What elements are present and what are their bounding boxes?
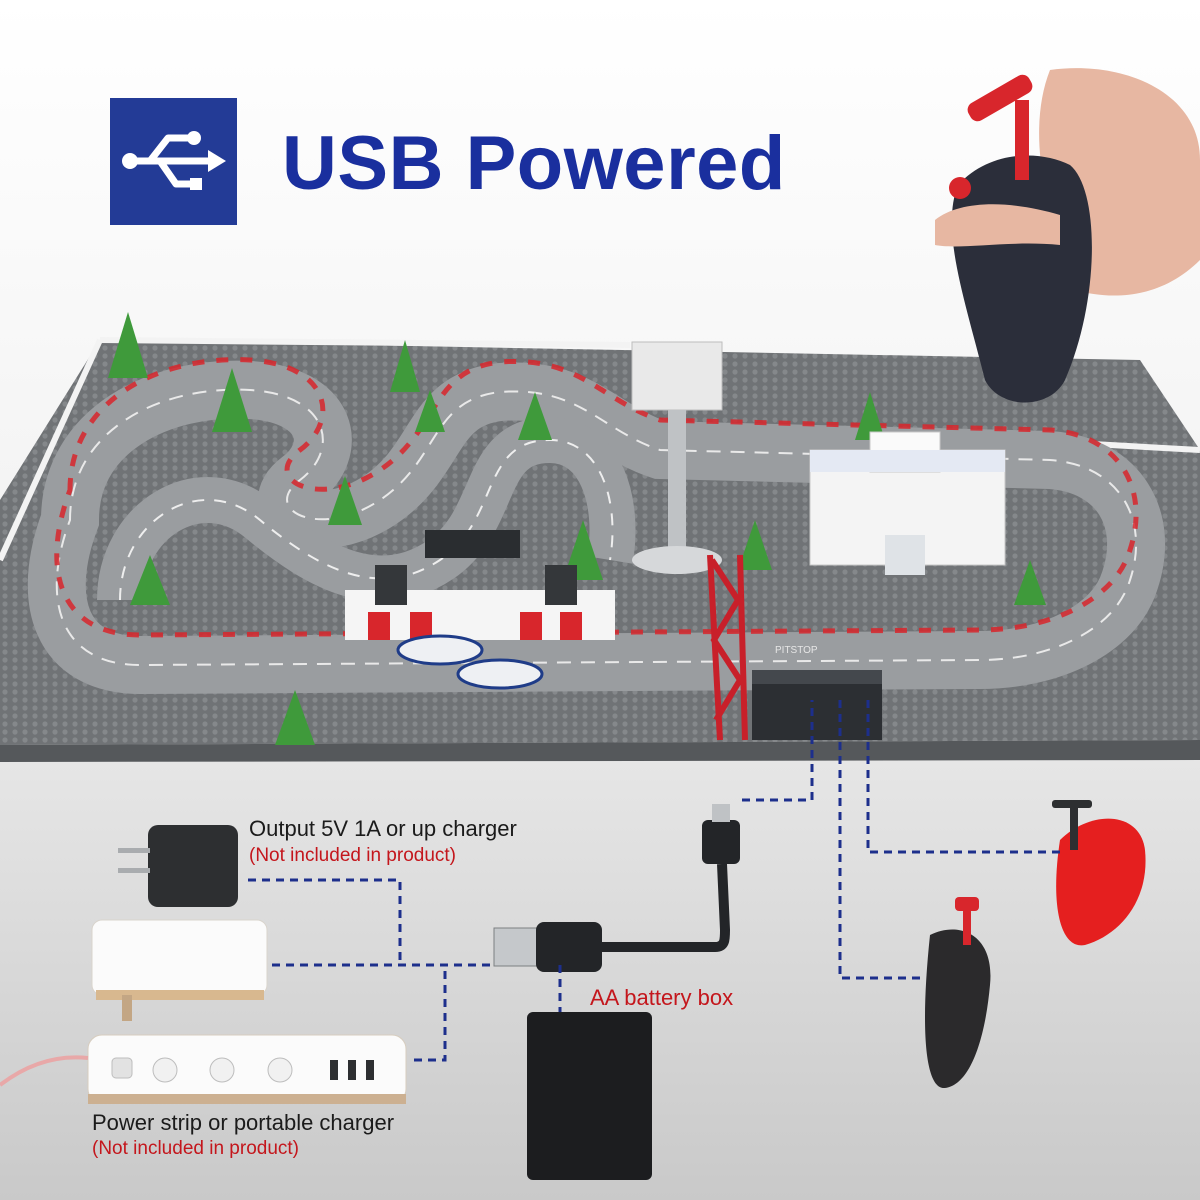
tree bbox=[415, 390, 445, 432]
track-lane-line bbox=[55, 388, 1138, 667]
connection-lines bbox=[248, 700, 1062, 1062]
pit-building bbox=[809, 431, 1006, 575]
track-curb bbox=[54, 357, 1139, 638]
trees bbox=[108, 312, 1046, 745]
tree bbox=[212, 368, 252, 432]
wall-charger bbox=[118, 825, 238, 907]
tree bbox=[1014, 560, 1046, 605]
tree bbox=[275, 690, 315, 745]
baseplate-edge bbox=[0, 740, 1200, 762]
tree bbox=[108, 312, 148, 378]
tree bbox=[738, 520, 772, 570]
race-cars bbox=[396, 634, 544, 690]
fence-back bbox=[99, 337, 631, 348]
tree bbox=[130, 555, 170, 605]
charger-note: (Not included in product) bbox=[249, 845, 456, 866]
tree bbox=[390, 340, 420, 392]
black-controller bbox=[925, 897, 991, 1089]
start-gate bbox=[345, 530, 615, 640]
red-controller bbox=[1052, 800, 1146, 946]
power-strip-note: (Not included in product) bbox=[92, 1138, 299, 1159]
hand-with-controller bbox=[935, 68, 1200, 403]
tower bbox=[631, 341, 723, 574]
tree bbox=[855, 392, 885, 440]
charger-title: Output 5V 1A or up charger bbox=[249, 816, 517, 841]
power-strip bbox=[0, 1034, 407, 1104]
usb-cable bbox=[493, 804, 740, 972]
power-bank bbox=[91, 919, 268, 1021]
pitstop-label: PITSTOP bbox=[775, 645, 818, 656]
red-bridge bbox=[707, 554, 748, 741]
slot-track bbox=[27, 357, 1166, 695]
pitstop-box bbox=[752, 670, 882, 740]
tree bbox=[328, 476, 362, 525]
battery-box-label: AA battery box bbox=[590, 985, 734, 1010]
battery-box bbox=[527, 1012, 652, 1180]
power-strip-title: Power strip or portable charger bbox=[92, 1110, 395, 1135]
tree bbox=[518, 392, 552, 440]
usb-icon bbox=[122, 131, 226, 190]
fence-left bbox=[0, 338, 103, 562]
track-inner-line bbox=[119, 438, 614, 601]
usb-badge bbox=[110, 98, 237, 225]
page-title: USB Powered bbox=[282, 121, 786, 206]
